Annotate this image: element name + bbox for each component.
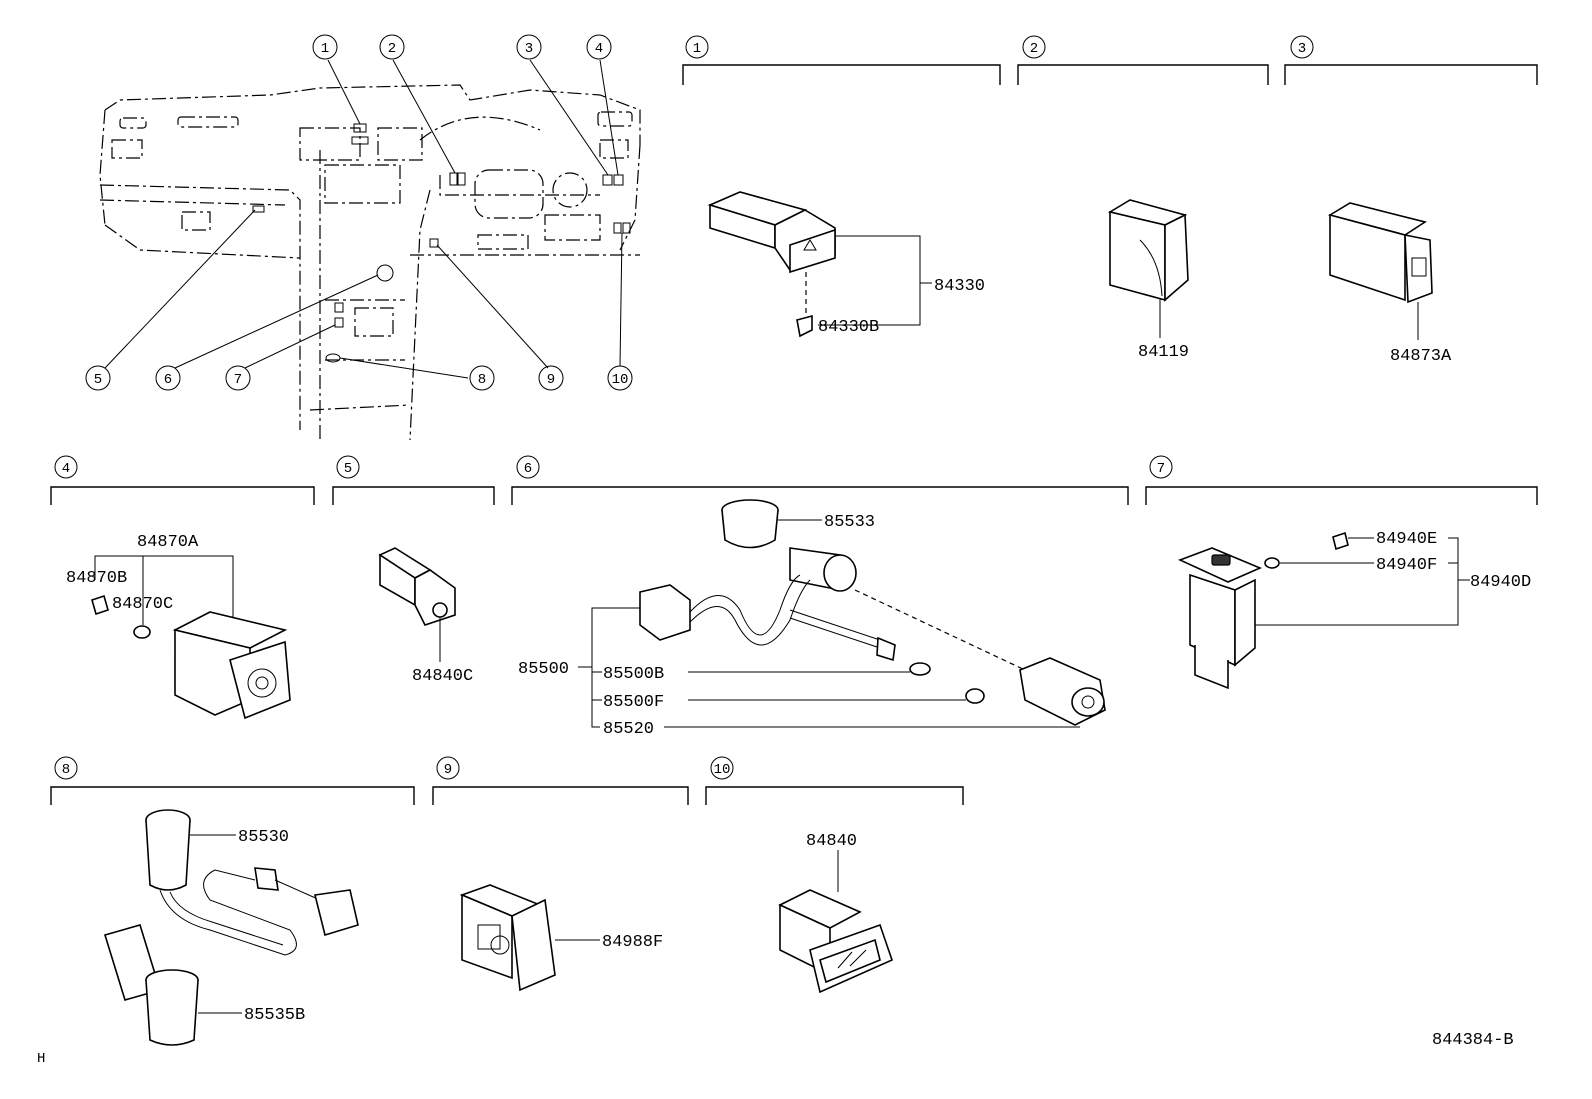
section-3-switch: 3 84873A	[1284, 35, 1538, 366]
part-84873A: 84873A	[1390, 347, 1452, 366]
part-84870B: 84870B	[66, 569, 127, 588]
part-85500: 85500	[518, 660, 569, 679]
dashboard-overview: 1 2 3 4 5 6 7 8 9 10	[85, 34, 641, 441]
overview-callout-7: 7	[234, 372, 242, 388]
section-7-number: 7	[1157, 461, 1165, 477]
overview-callout-8: 8	[478, 372, 486, 388]
part-85520: 85520	[603, 720, 654, 739]
section-8-number: 8	[62, 762, 70, 778]
section-1-hazard-switch: 1 84330 84330B	[682, 35, 1001, 338]
overview-callout-10: 10	[612, 372, 629, 388]
part-84940E: 84940E	[1376, 530, 1437, 549]
section-4-switch: 4 84870A 84870B 84870C	[50, 455, 315, 720]
section-5-switch: 5 84840C	[332, 455, 495, 686]
part-84840C: 84840C	[412, 667, 473, 686]
section-6-number: 6	[524, 461, 532, 477]
part-84940D: 84940D	[1470, 573, 1531, 592]
part-84840: 84840	[806, 832, 857, 851]
drawing-id: 844384-B	[1432, 1031, 1514, 1050]
section-8-power-outlet: 8 85530 85535B	[50, 756, 415, 1046]
section-9-switch: 9 84988F	[432, 756, 689, 992]
section-3-number: 3	[1298, 41, 1306, 57]
part-85535B: 85535B	[244, 1006, 305, 1025]
part-84940F: 84940F	[1376, 556, 1437, 575]
overview-callout-5: 5	[94, 372, 102, 388]
corner-mark: H	[37, 1051, 45, 1067]
overview-callout-1: 1	[321, 41, 329, 57]
part-84330B: 84330B	[818, 318, 879, 337]
part-85530: 85530	[238, 828, 289, 847]
overview-callout-4: 4	[595, 41, 603, 57]
overview-callout-9: 9	[547, 372, 555, 388]
section-10-switch: 10 84840	[705, 756, 964, 994]
part-85500F: 85500F	[603, 693, 664, 712]
section-10-number: 10	[714, 762, 731, 778]
overview-callout-2: 2	[388, 41, 396, 57]
overview-callout-6: 6	[164, 372, 172, 388]
part-85533: 85533	[824, 513, 875, 532]
section-5-number: 5	[344, 461, 352, 477]
overview-callout-3: 3	[525, 41, 533, 57]
section-2-number: 2	[1030, 41, 1038, 57]
part-84330: 84330	[934, 277, 985, 296]
part-84988F: 84988F	[602, 933, 663, 952]
part-84870C: 84870C	[112, 595, 173, 614]
section-4-number: 4	[62, 461, 70, 477]
section-6-cigarette-lighter: 6 85533 85500 85500B 85500F 85520	[511, 455, 1129, 739]
section-1-number: 1	[693, 41, 701, 57]
section-2-switch: 2 84119	[1017, 35, 1269, 362]
section-9-number: 9	[444, 762, 452, 778]
part-85500B: 85500B	[603, 665, 664, 684]
part-84119: 84119	[1138, 343, 1189, 362]
part-84870A: 84870A	[137, 533, 199, 552]
section-7-switch: 7 84940E 84940F 84940D	[1145, 455, 1538, 690]
